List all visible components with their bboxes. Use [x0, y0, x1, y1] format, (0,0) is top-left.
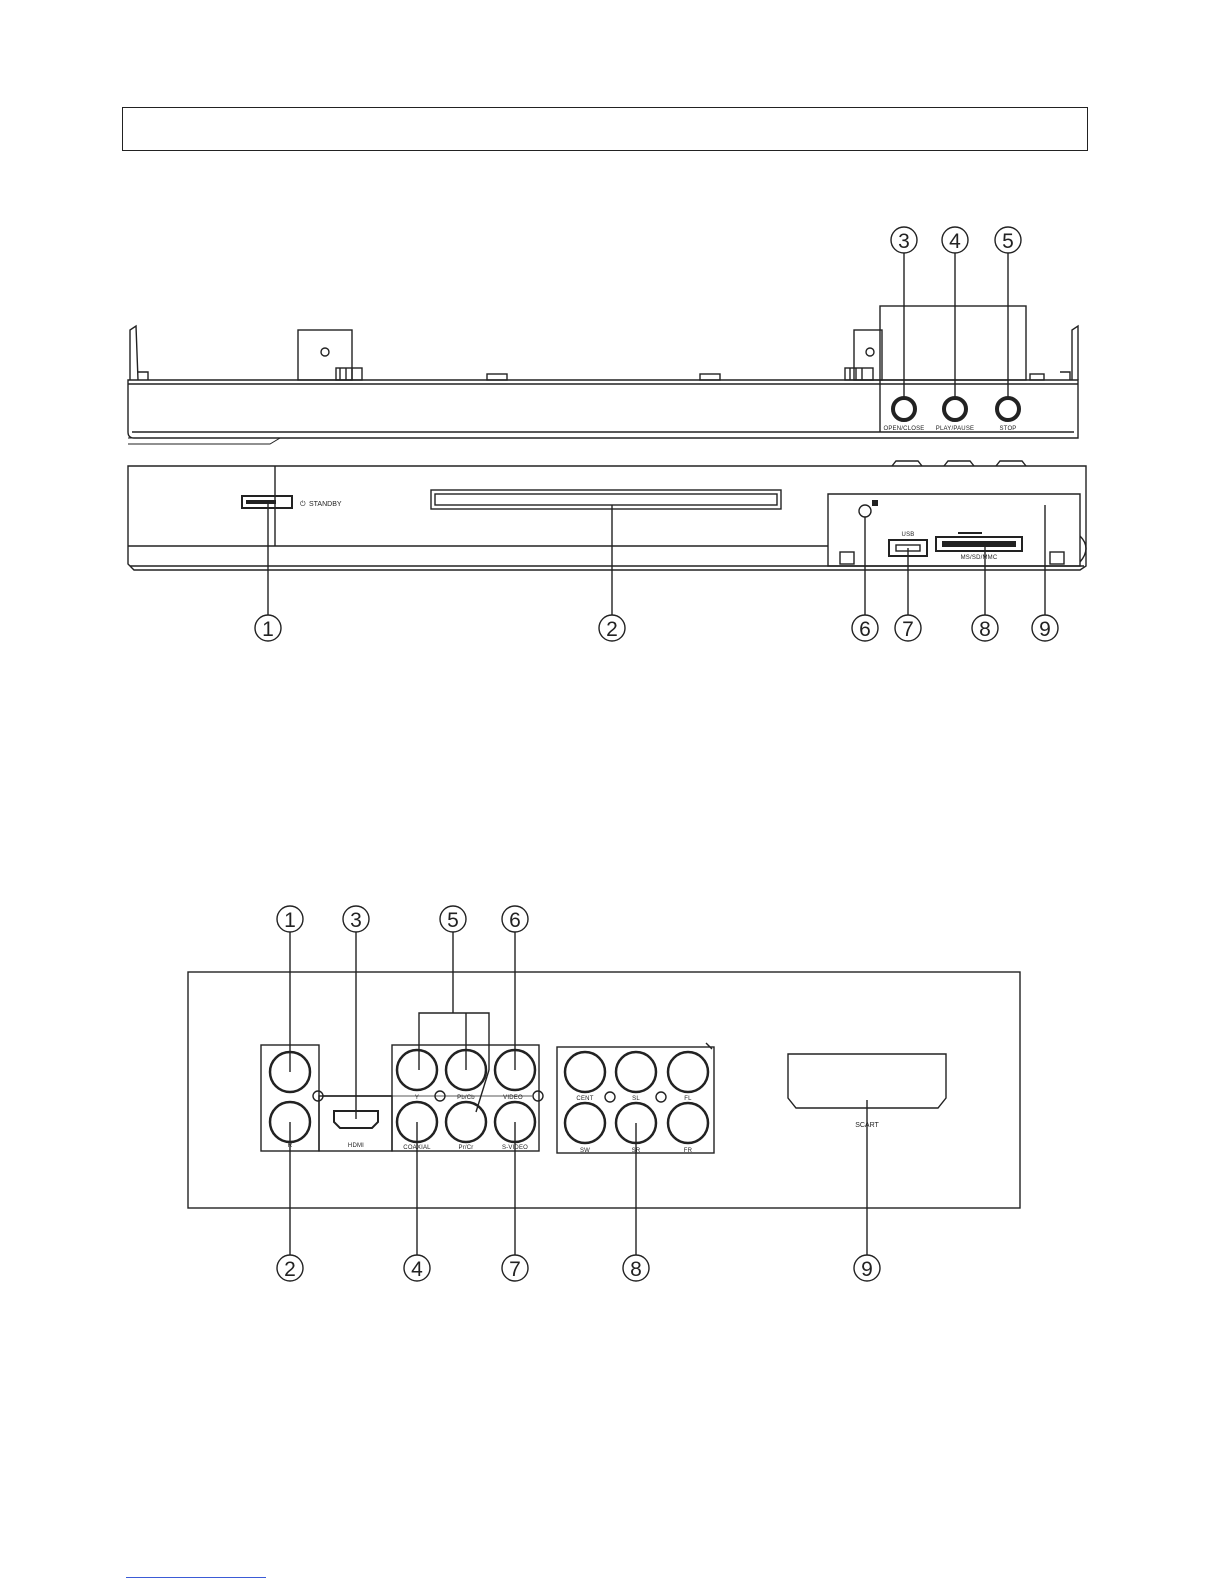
- stop-label: STOP: [999, 426, 1016, 432]
- callout-9: 9: [1039, 618, 1051, 641]
- disc-slot: [431, 490, 781, 509]
- sw-label: SW: [580, 1148, 590, 1154]
- video-label: VIDEO: [503, 1095, 523, 1101]
- fr-label: FR: [684, 1148, 693, 1154]
- fl-jack: [668, 1052, 708, 1092]
- y-jack: [397, 1050, 437, 1090]
- rear-callout-8: 8: [630, 1258, 642, 1281]
- sl-jack: [616, 1052, 656, 1092]
- callout-7: 7: [902, 618, 914, 641]
- play-pause-button: [944, 398, 966, 420]
- rear-callout-2: 2: [284, 1258, 296, 1281]
- sl-label: SL: [632, 1096, 640, 1102]
- hdmi-label: HDMI: [348, 1143, 364, 1149]
- rear-callout-1: 1: [284, 909, 296, 932]
- callout-6: 6: [859, 618, 871, 641]
- pr-cr-jack: [446, 1102, 486, 1142]
- rear-callout-4: 4: [411, 1258, 423, 1281]
- rear-callouts-top: 1 3 5 6: [277, 906, 528, 1119]
- pb-cb-label: Pb/Cb: [457, 1095, 475, 1101]
- callout-1: 1: [262, 618, 274, 641]
- callout-8: 8: [979, 618, 991, 641]
- rear-callout-9: 9: [861, 1258, 873, 1281]
- open-close-button: [893, 398, 915, 420]
- callout-2: 2: [606, 618, 618, 641]
- pr-cr-label: Pr/Cr: [459, 1145, 474, 1151]
- callout-5: 5: [1002, 230, 1014, 253]
- rear-callout-7: 7: [509, 1258, 521, 1281]
- sw-jack: [565, 1103, 605, 1143]
- rear-callout-6: 6: [509, 909, 521, 932]
- fr-jack: [668, 1103, 708, 1143]
- cent-jack: [565, 1052, 605, 1092]
- front-callouts-top: 3 4 5: [891, 227, 1021, 398]
- front-callouts-bottom: 1 2 6 7 8 9: [255, 502, 1058, 641]
- rear-callout-5: 5: [447, 909, 459, 932]
- cent-label: CENT: [576, 1096, 593, 1102]
- stop-button: [997, 398, 1019, 420]
- callout-3: 3: [898, 230, 910, 253]
- rear-callout-3: 3: [350, 909, 362, 932]
- standby-power-icon: ⏻: [300, 500, 306, 508]
- footer-rule: [126, 1577, 266, 1578]
- card-label: MS/SD/MMC: [961, 555, 998, 561]
- front-face-view: ⏻ STANDBY USB MS/SD/MMC: [128, 461, 1086, 570]
- ir-sensor: [859, 505, 871, 517]
- callout-4: 4: [949, 230, 961, 253]
- usb-label: USB: [902, 532, 915, 538]
- rear-panel: R HDMI Y Pb/Cb VIDEO COAXIAL Pr/Cr S-VID…: [188, 972, 1020, 1208]
- front-top-view: OPEN/CLOSE PLAY/PAUSE STOP: [128, 306, 1078, 444]
- fl-label: FL: [684, 1096, 692, 1102]
- play-pause-label: PLAY/PAUSE: [936, 426, 974, 432]
- y-label: Y: [415, 1095, 419, 1101]
- open-close-label: OPEN/CLOSE: [883, 426, 924, 432]
- standby-label: STANDBY: [309, 501, 342, 508]
- scart-port: [788, 1054, 946, 1108]
